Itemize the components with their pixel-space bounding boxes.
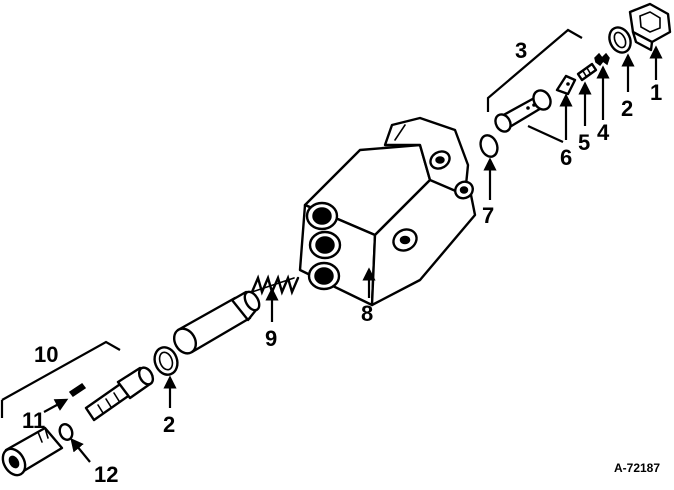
callout-7: 7 bbox=[482, 203, 494, 228]
callout-9: 9 bbox=[265, 326, 277, 351]
part-poppet bbox=[555, 74, 577, 96]
part-o-ring bbox=[479, 134, 499, 158]
callout-2-top: 2 bbox=[621, 96, 633, 121]
part-washer-top bbox=[608, 26, 632, 54]
part-small-spring bbox=[594, 52, 610, 67]
callout-4: 4 bbox=[597, 120, 610, 145]
part-plunger bbox=[172, 290, 261, 355]
part-roll-pin bbox=[68, 382, 87, 398]
callout-10: 10 bbox=[34, 342, 58, 367]
callout-6: 6 bbox=[560, 145, 572, 170]
callout-11: 11 bbox=[22, 408, 45, 433]
bracket-group-3 bbox=[486, 28, 583, 112]
part-o-ring-small bbox=[58, 423, 74, 441]
callout-12: 12 bbox=[94, 462, 118, 487]
callout-1: 1 bbox=[650, 80, 662, 105]
part-washer-bottom bbox=[153, 346, 179, 376]
part-valve-stem bbox=[84, 366, 155, 422]
part-relief-spool bbox=[494, 89, 552, 133]
part-spring bbox=[250, 274, 300, 296]
part-hex-plug bbox=[628, 2, 672, 52]
part-fitting bbox=[1, 426, 64, 477]
bracket-group-10 bbox=[0, 340, 121, 418]
callout-2-bottom: 2 bbox=[163, 412, 175, 437]
leader-lines bbox=[43, 45, 663, 463]
callout-5: 5 bbox=[578, 130, 590, 155]
figure-reference-number: A-72187 bbox=[614, 461, 660, 475]
callout-3: 3 bbox=[515, 38, 527, 63]
callout-8: 8 bbox=[361, 301, 373, 326]
part-valve-body bbox=[298, 116, 477, 307]
part-small-pin bbox=[576, 62, 598, 82]
